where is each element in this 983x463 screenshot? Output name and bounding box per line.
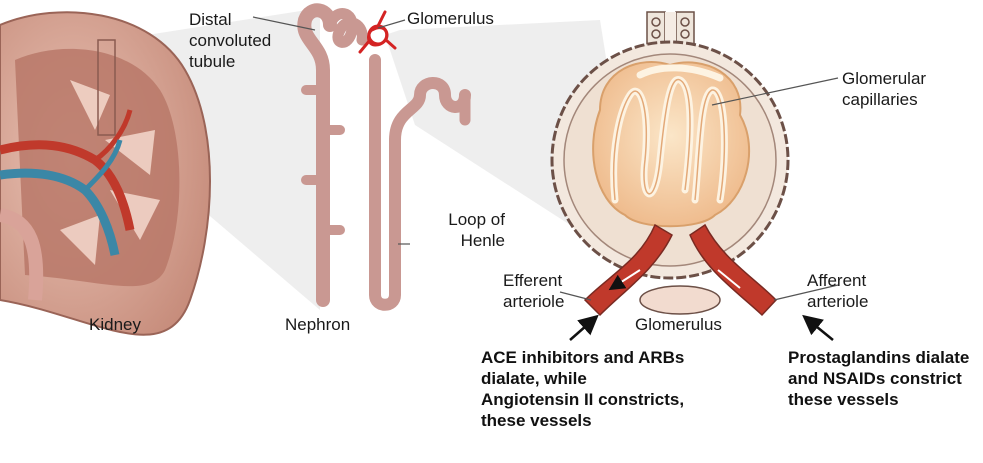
label-glomerulus-top: Glomerulus	[407, 8, 494, 29]
note-efferent-drugs: ACE inhibitors and ARBs dialate, while A…	[481, 347, 686, 431]
glomerular-capillary-tuft	[593, 62, 749, 226]
label-efferent-arteriole: Efferent arteriole	[503, 270, 583, 312]
label-glomerulus-bottom: Glomerulus	[635, 314, 722, 335]
label-loop-of-henle: Loop of Henle	[415, 209, 505, 251]
label-glomerular-capillaries: Glomerular capillaries	[842, 68, 942, 110]
kidney-illustration	[0, 12, 210, 334]
label-kidney: Kidney	[89, 314, 141, 335]
label-nephron: Nephron	[285, 314, 350, 335]
note-afferent-drugs: Prostaglandins dialate and NSAIDs constr…	[788, 347, 978, 410]
label-distal-convoluted-tubule: Distal convoluted tubule	[189, 9, 289, 72]
label-afferent-arteriole: Afferent arteriole	[807, 270, 887, 312]
glomerulus-base	[640, 286, 720, 314]
